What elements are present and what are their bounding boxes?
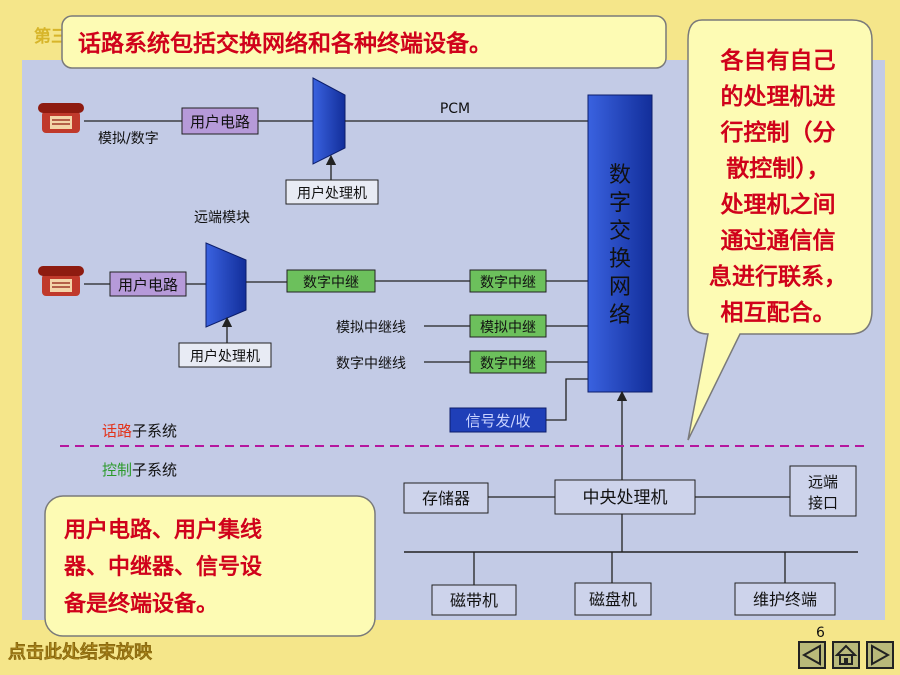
user-processor-box-2 [178,342,272,368]
svg-text:息进行联系，: 息进行联系， [709,263,847,290]
analog-digital-label: 模拟/数字 [98,131,159,147]
disk-unit-box [574,582,652,616]
remote-module-label: 远端模块 [194,210,250,226]
switch-network [587,94,653,393]
svg-text:器、中继器、信号设: 器、中继器、信号设 [63,554,262,580]
control-subsystem-label: 控制子系统 [102,461,177,479]
pcm-label: PCM [440,101,470,117]
corner-label: 第三 [34,26,68,47]
svg-text:备是终端设备。: 备是终端设备。 [63,591,218,617]
home-icon [834,644,858,665]
svg-text:的处理机进: 的处理机进 [721,83,836,110]
signal-label: 信号发/收 [465,412,530,430]
switch-network-label: 数 字 交 换 网 络 [609,163,631,328]
tape-unit-label: 磁带机 [450,591,498,610]
maintenance-terminal-label: 维护终端 [753,590,817,609]
top-callout [61,15,667,69]
analog-trunk-line-label: 模拟中继线 [336,320,406,336]
voice-subsystem-label: 话路子系统 [102,422,177,440]
svg-text:网: 网 [609,275,631,300]
user-processor-label-1: 用户处理机 [297,185,367,202]
svg-text:相互配合。: 相互配合。 [721,299,836,326]
right-callout [687,19,873,441]
tape-unit-box [431,584,517,616]
svg-text:各自有自己: 各自有自己 [720,47,836,74]
svg-text:散控制），: 散控制）， [726,155,830,182]
prev-button[interactable] [798,641,826,669]
remote-interface-box [789,465,857,517]
disk-unit-label: 磁盘机 [589,590,637,609]
bottom-callout [44,495,376,637]
svg-text:络: 络 [609,303,631,328]
next-button[interactable] [866,641,894,669]
storage-box [403,482,489,514]
telephone-icon [38,103,84,133]
end-show-link[interactable]: 点击此处结束放映 [8,641,153,663]
svg-text:交: 交 [609,219,631,244]
user-circuit-box-2 [109,271,187,297]
home-button[interactable] [832,641,860,669]
svg-text:处理机之间: 处理机之间 [720,191,836,218]
svg-text:通过通信信: 通过通信信 [721,227,836,254]
analog-trunk-label: 模拟中继 [480,320,536,336]
svg-text:字: 字 [609,191,631,216]
right-callout-text: 各自有自己 的处理机进 行控制（分 散控制）， 处理机之间 通过通信信 息进行联… [709,47,847,326]
digital-trunk-label-left: 数字中继 [303,275,359,291]
digital-trunk-label-right: 数字中继 [480,275,536,291]
user-circuit-label-2: 用户电路 [118,276,178,294]
storage-label: 存储器 [422,489,470,508]
user-processor-label-2: 用户处理机 [190,348,260,365]
central-processor-label: 中央处理机 [583,488,668,508]
remote-interface-label-1: 远端 [808,473,838,491]
user-circuit-label-1: 用户电路 [190,113,250,131]
user-processor-box-1 [285,179,379,205]
triangle-left-icon [801,644,821,666]
svg-text:换: 换 [609,247,631,272]
central-processor-box [554,479,696,515]
digital-trunk-label-3: 数字中继 [480,356,536,372]
maintenance-terminal-box [734,582,836,616]
svg-text:行控制（分: 行控制（分 [720,119,836,146]
concentrator-2 [205,242,247,328]
triangle-right-icon [871,644,891,666]
telephone-icon [38,266,84,296]
svg-text:用户电路、用户集线: 用户电路、用户集线 [64,517,262,543]
concentrator-1 [312,77,346,165]
top-callout-text: 话路系统包括交换网络和各种终端设备。 [78,30,492,57]
remote-interface-label-2: 接口 [808,494,838,512]
user-circuit-box-1 [181,107,259,135]
digital-trunk-line-label: 数字中继线 [336,356,406,372]
bottom-callout-text: 用户电路、用户集线 器、中继器、信号设 备是终端设备。 [63,517,262,617]
svg-text:数: 数 [609,163,631,188]
page-number: 6 [816,625,825,641]
